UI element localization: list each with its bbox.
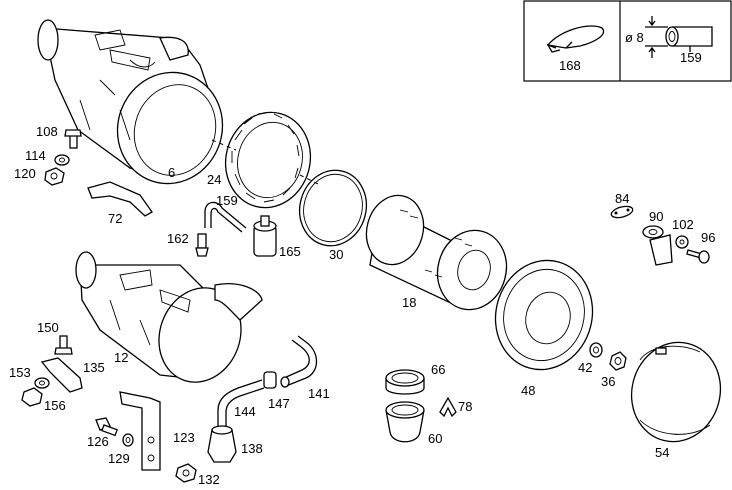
end-cap <box>630 341 722 443</box>
washer-42 <box>589 342 603 358</box>
label-part-90: 90 <box>649 209 664 224</box>
label-part-162: 162 <box>167 231 189 246</box>
label-part-72: 72 <box>108 211 123 226</box>
valve-165 <box>253 215 277 257</box>
safety-element <box>224 111 312 209</box>
inset-box <box>523 0 732 82</box>
nut-156 <box>21 387 43 407</box>
label-part-153: 153 <box>9 365 31 380</box>
label-inset-clamp: 168 <box>559 58 581 73</box>
label-part-36: 36 <box>601 374 616 389</box>
label-part-141: 141 <box>308 386 330 401</box>
label-part-144: 144 <box>234 404 256 419</box>
label-part-135: 135 <box>83 360 105 375</box>
label-part-129: 129 <box>108 451 130 466</box>
nut-36 <box>609 351 627 371</box>
washer-129 <box>122 433 134 447</box>
label-part-138: 138 <box>241 441 263 456</box>
valve-78 <box>439 396 457 418</box>
label-part-114: 114 <box>25 148 46 163</box>
label-part-24: 24 <box>207 172 222 187</box>
nut-132 <box>175 463 197 483</box>
label-part-156: 156 <box>44 398 66 413</box>
label-part-48: 48 <box>521 383 536 398</box>
washer-102 <box>675 235 689 249</box>
bracket-123 <box>119 391 161 471</box>
tube-part <box>645 16 713 58</box>
label-part-147: 147 <box>268 396 290 411</box>
cover-plate <box>494 259 594 371</box>
label-part-96: 96 <box>701 230 716 245</box>
label-part-108: 108 <box>36 124 58 139</box>
screw-96 <box>686 249 710 264</box>
bracket-72 <box>87 181 153 217</box>
label-part-66: 66 <box>431 362 446 377</box>
label-part-30: 30 <box>329 247 344 262</box>
label-part-6: 6 <box>168 165 176 180</box>
gasket-84 <box>610 205 634 219</box>
o-ring <box>298 169 368 247</box>
indicator-90 <box>642 225 673 266</box>
hose-141 <box>280 335 318 388</box>
label-part-42: 42 <box>578 360 593 375</box>
hose-144 <box>217 379 265 428</box>
label-part-12: 12 <box>114 350 129 365</box>
lower-filter-housing <box>75 251 263 383</box>
hose-159 <box>204 201 247 233</box>
washer-153 <box>34 377 50 389</box>
label-part-120: 120 <box>14 166 36 181</box>
connector-138 <box>207 425 237 463</box>
cup-66 <box>385 369 425 395</box>
label-part-165: 165 <box>279 244 301 259</box>
upper-filter-housing <box>37 19 224 185</box>
label-part-18: 18 <box>402 295 417 310</box>
fitting-162 <box>195 233 209 257</box>
label-part-78: 78 <box>458 399 473 414</box>
label-inset-diameter: ø 8 <box>625 30 644 45</box>
label-part-123: 123 <box>173 430 195 445</box>
label-part-132: 132 <box>198 472 220 487</box>
main-filter-element <box>365 194 508 311</box>
nut-120 <box>44 167 65 186</box>
label-inset-tube: 159 <box>680 50 702 65</box>
washer-114 <box>54 154 70 166</box>
label-part-150: 150 <box>37 320 59 335</box>
hose-clamp-part <box>546 25 605 53</box>
clamp-147 <box>263 371 277 389</box>
label-part-84: 84 <box>615 191 630 206</box>
bowl-60 <box>385 401 425 443</box>
label-part-159: 159 <box>216 193 238 208</box>
bolt-126 <box>95 417 118 437</box>
bolt-150 <box>54 335 73 355</box>
label-part-102: 102 <box>672 217 694 232</box>
label-part-126: 126 <box>87 434 109 449</box>
label-part-60: 60 <box>428 431 443 446</box>
bolt-108 <box>64 129 82 149</box>
bracket-135 <box>40 357 83 393</box>
label-part-54: 54 <box>655 445 670 460</box>
